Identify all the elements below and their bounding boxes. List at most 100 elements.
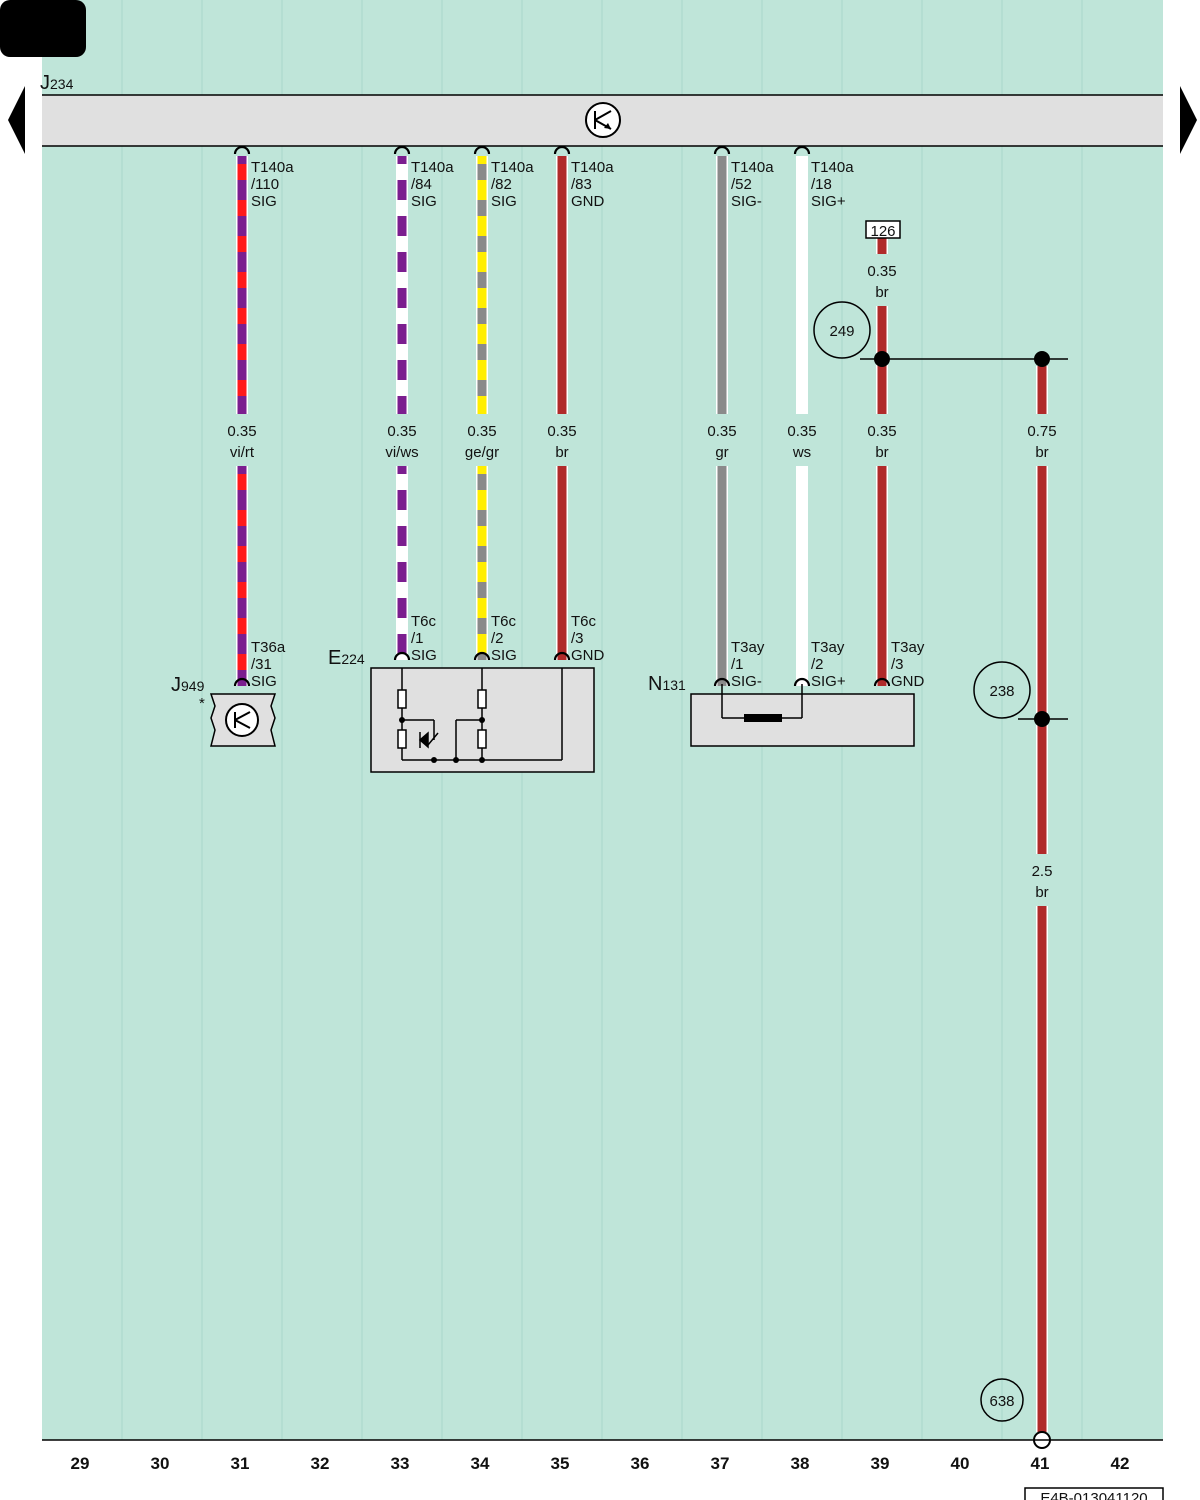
wire-2-lower-stripe: [477, 510, 487, 526]
ref-638[interactable]: 638: [989, 1393, 1014, 1410]
wire-1-lower: [397, 466, 407, 660]
connector-pin-arc: [393, 651, 411, 661]
top-pin-0-func: SIG: [251, 193, 277, 210]
wire-0-color: vi/rt: [230, 444, 255, 461]
bottom-pin-0-pin: /31: [251, 656, 272, 673]
wire-1-upper-stripe: [397, 272, 407, 288]
wire-7-size: 0.75: [1027, 423, 1056, 440]
wire-0-lower-stripe: [237, 618, 247, 634]
top-pin-3-pin: /83: [571, 176, 592, 193]
wire-2-color: ge/gr: [465, 444, 499, 461]
wire-2-upper-stripe: [477, 344, 487, 360]
j949-label: J949: [171, 674, 205, 696]
wire-2-upper-stripe: [477, 272, 487, 288]
wire-2-upper-stripe: [477, 164, 487, 180]
wire-0-upper-stripe: [237, 380, 247, 396]
wire-1-lower-stripe: [397, 618, 407, 634]
connector-pin-arc: [793, 677, 811, 687]
j949-module: [209, 693, 277, 747]
bottom-pin-6-pin: /3: [891, 656, 904, 673]
wire-1-upper-stripe: [397, 308, 407, 324]
top-pin-2-pin: /82: [491, 176, 512, 193]
connector-pin-arc: [713, 145, 731, 155]
wire-4-upper: [717, 156, 727, 414]
top-pin-4-pin: /52: [731, 176, 752, 193]
connector-pin-arc: [873, 677, 891, 687]
ref-126-box[interactable]: [865, 220, 901, 239]
wire-2-lower-stripe: [477, 546, 487, 562]
n131-label: N131: [648, 673, 686, 695]
ref-638-circle[interactable]: [980, 1378, 1024, 1422]
connector-pin-arc: [473, 145, 491, 155]
bottom-pin-3-conn: T6c: [571, 613, 597, 630]
footer-code: E4B-013041120: [1040, 1490, 1147, 1500]
wire-2-upper-stripe: [477, 380, 487, 396]
wire-1-upper-stripe: [397, 344, 407, 360]
ref-249-circle[interactable]: [813, 301, 871, 359]
wire-5-size: 0.35: [787, 423, 816, 440]
column-number: 32: [311, 1454, 330, 1473]
wire-4-color: gr: [715, 444, 728, 461]
wire-1-lower-stripe: [397, 654, 407, 660]
wire-6-color: br: [875, 444, 888, 461]
wire-41-lower: [1037, 906, 1047, 1432]
wire-2-lower: [477, 466, 487, 660]
wire-1-lower-stripe: [397, 546, 407, 562]
bottom-pin-5-pin: /2: [811, 656, 824, 673]
wire-1-upper-stripe: [397, 236, 407, 252]
wire-0-lower-stripe: [237, 582, 247, 598]
connector-pin-arc: [233, 677, 251, 687]
column-number: 40: [951, 1454, 970, 1473]
ref-238-circle[interactable]: [973, 661, 1031, 719]
connector-pin-arc: [713, 677, 731, 687]
wire-0-upper-stripe: [237, 200, 247, 216]
wire-0-size: 0.35: [227, 423, 256, 440]
wire-0-upper-stripe: [237, 344, 247, 360]
wire-2-upper-stripe: [477, 200, 487, 216]
wire-3-size: 0.35: [547, 423, 576, 440]
wire-0-upper-stripe: [237, 164, 247, 180]
wire-2-lower-stripe: [477, 474, 487, 490]
ref-126[interactable]: 126: [870, 223, 895, 240]
column-number: 41: [1031, 1454, 1050, 1473]
top-pin-5-conn: T140a: [811, 159, 854, 176]
wire-4-lower: [717, 466, 727, 686]
previous-page-arrow-icon[interactable]: [8, 86, 25, 154]
wire-group: [236, 156, 1048, 1432]
column-number: 31: [231, 1454, 250, 1473]
connector-pin-arc: [553, 145, 571, 155]
column-number: 34: [471, 1454, 490, 1473]
e224-sensor: [370, 667, 595, 773]
ref-238[interactable]: 238: [989, 683, 1014, 700]
page-tab: [0, 0, 86, 57]
lower-wire-41-size: 2.5: [1032, 863, 1053, 880]
column-number: 33: [391, 1454, 410, 1473]
wire-0-lower-stripe: [237, 474, 247, 490]
top-pin-3-func: GND: [571, 193, 605, 210]
ref-249[interactable]: 249: [829, 323, 854, 340]
top-pin-3-conn: T140a: [571, 159, 614, 176]
j234-module-icon: [585, 102, 621, 138]
wire-6-size: 0.35: [867, 423, 896, 440]
wire-3-lower: [557, 466, 567, 660]
connector-pin-arc: [393, 145, 411, 155]
wire-1-size: 0.35: [387, 423, 416, 440]
wire-0-lower-stripe: [237, 654, 247, 670]
column-number: 30: [151, 1454, 170, 1473]
footer-code-box: [1024, 1487, 1164, 1500]
upper-wire-39-size: 0.35: [867, 263, 896, 280]
next-page-arrow-icon[interactable]: [1180, 86, 1197, 154]
column-number: 42: [1111, 1454, 1130, 1473]
column-number: 29: [71, 1454, 90, 1473]
column-number: 36: [631, 1454, 650, 1473]
bottom-pin-1-conn: T6c: [411, 613, 437, 630]
wire-0-upper-stripe: [237, 236, 247, 252]
wire-2-lower-stripe: [477, 654, 487, 660]
column-number: 35: [551, 1454, 570, 1473]
wire-1-upper-stripe: [397, 164, 407, 180]
bottom-pin-4-pin: /1: [731, 656, 744, 673]
upper-wire-39-color: br: [875, 284, 888, 301]
bottom-pin-0-func: SIG: [251, 673, 277, 690]
wire-5-upper: [797, 156, 807, 414]
connector-pin-arc: [553, 651, 571, 661]
